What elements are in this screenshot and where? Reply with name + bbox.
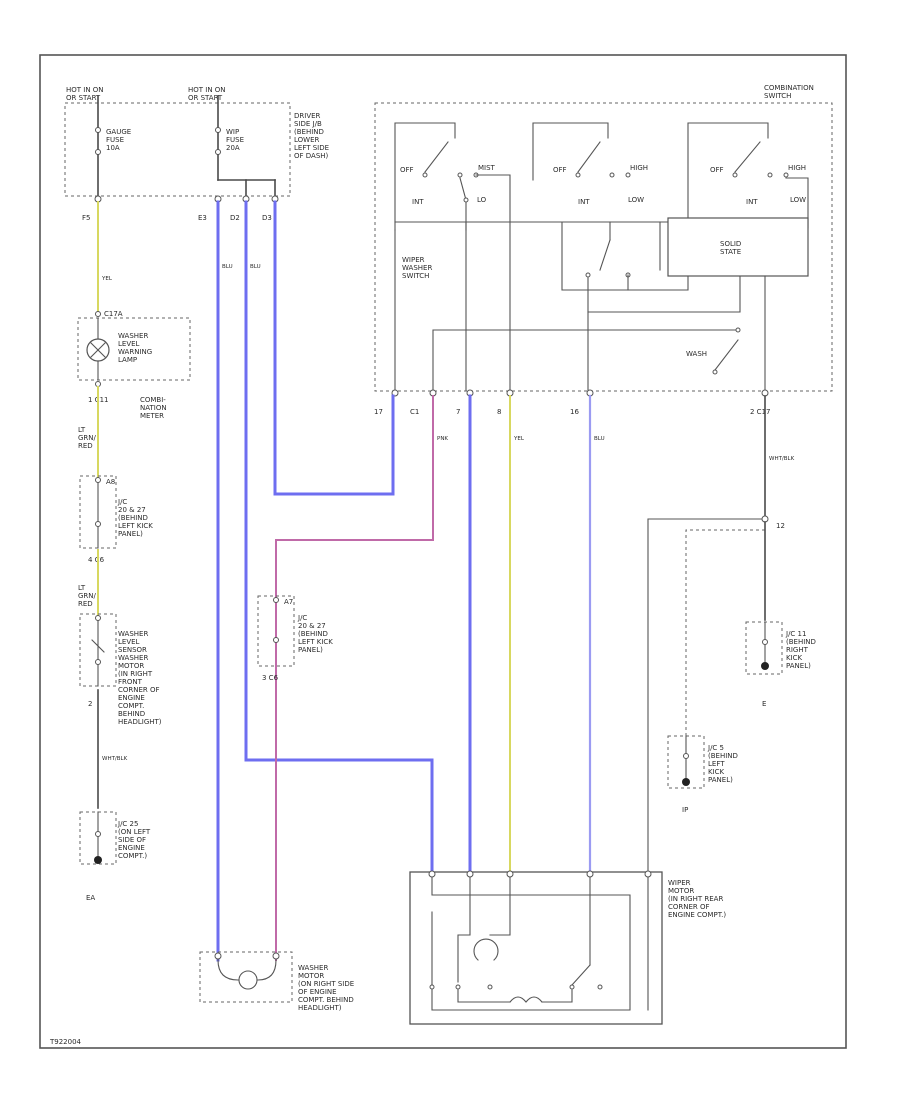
wire-label-wht-blk-1: WHT/BLK [102,756,128,762]
pin-c17a: C17A [104,310,123,318]
wire-label-yel-2: YEL [513,436,525,442]
wire-label-blu-3: BLU [594,436,605,442]
wiper-motor-box [409,871,663,1025]
ground-ea-icon [94,856,102,864]
wire-label-wht-blk-2: WHT/BLK [769,456,795,462]
sw3-off: OFF [710,166,724,174]
pin-e: E [762,700,766,708]
pin-d3: D3 [262,214,272,222]
sw1-off: OFF [400,166,414,174]
washer-switch-label: WASH [686,350,707,358]
sw2-off: OFF [553,166,567,174]
wire-label-yel-1: YEL [101,276,113,282]
pin-d2: D2 [230,214,240,222]
pin-7: 7 [456,408,460,416]
sw3-int: INT [746,198,758,206]
pin-f5: F5 [82,214,90,222]
jc-2027-b-box [257,595,295,667]
driver-jb-box [64,102,291,197]
pin-ip: IP [682,806,688,814]
diagram-frame [39,54,847,1049]
sw1-mist: MIST [478,164,496,172]
ground-ip-icon [682,778,690,786]
solid-state-box [667,217,809,277]
pin-a7: A7 [284,598,293,606]
diagram-id: T922004 [49,1038,82,1046]
wire-label-blu-1: BLU [222,264,233,270]
sw3-high: HIGH [788,164,806,172]
washer-motor-box [199,951,293,1003]
washer-motor-icon [238,970,258,990]
sw2-high: HIGH [630,164,648,172]
wire-label-pnk: PNK [437,436,448,442]
sw2-low: LOW [628,196,644,204]
washer-lamp-box [77,317,191,381]
jc-11-box [745,621,783,675]
pin-16: 16 [570,408,579,416]
pin-e3: E3 [198,214,207,222]
pin-c6-b: 3 C6 [262,674,279,682]
combination-switch-box [374,102,833,392]
pin-8: 8 [497,408,501,416]
sw3-low: LOW [790,196,806,204]
sw1-lo: LO [477,196,487,204]
wire-label-blu-2: BLU [250,264,261,270]
sw1-int: INT [412,198,424,206]
pin-a8: A8 [106,478,115,486]
pin-12: 12 [776,522,785,530]
pin-2-a: 2 [88,700,92,708]
pin-c1: C1 [410,408,419,416]
pin-17: 17 [374,408,383,416]
pin-2-c17: 2 C17 [750,408,770,416]
pin-ea: EA [86,894,95,902]
sw2-int: INT [578,198,590,206]
pin-c6-a: 4 C6 [88,556,105,564]
ground-e-icon [761,662,769,670]
